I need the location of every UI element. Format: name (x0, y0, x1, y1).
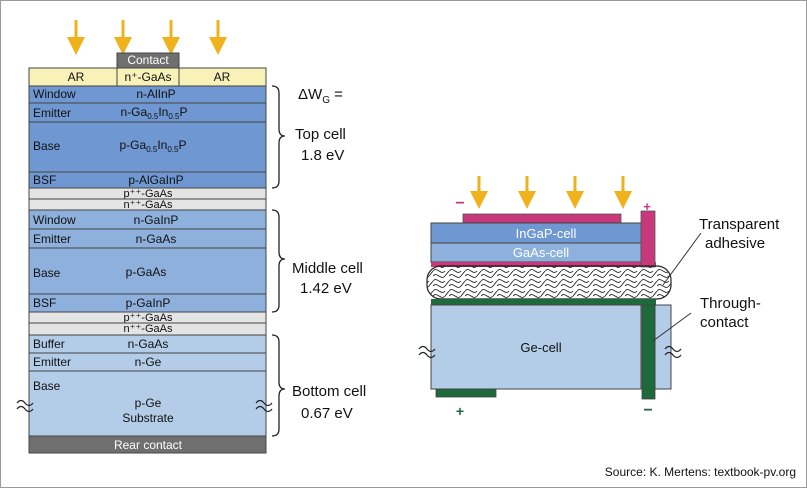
break-mark-icon (418, 351, 436, 359)
material-label: n-GaAs (136, 232, 177, 246)
middle-cell-bandgap: 1.42 eV (300, 280, 352, 297)
material-label: p⁺⁺-GaAs (124, 312, 173, 324)
layer-label: Base (33, 266, 61, 280)
braces (271, 85, 286, 437)
bottom-cell-name: Bottom cell (292, 383, 366, 400)
adhesive-callout-line (662, 232, 702, 286)
mechanical-stack: InGaP-cell GaAs-cell Ge-cell − + + (418, 195, 780, 419)
front-contact-magenta (462, 213, 622, 224)
ingap-cell-label: InGaP-cell (516, 226, 577, 241)
sunlight-arrows-left (67, 20, 227, 55)
material-label: n-Ge (135, 355, 162, 369)
layer-label: BSF (33, 296, 56, 310)
break-mark-icon (255, 399, 273, 407)
material-label: p-GaAs (126, 265, 167, 279)
material-label: p-AlGaInP (128, 173, 183, 187)
layer-label: Emitter (33, 355, 71, 369)
sunlight-arrows-right (470, 176, 632, 209)
source-caption: Source: K. Mertens: textbook-pv.org (605, 465, 796, 479)
minus-terminal-top: − (455, 195, 464, 212)
transparent-adhesive (426, 265, 672, 300)
through-contact-magenta (640, 210, 656, 268)
layer-label: Buffer (33, 337, 65, 351)
layer-label: Base (33, 379, 61, 393)
ar-left-label: AR (68, 70, 85, 84)
bottom-cell-bandgap: 0.67 eV (301, 405, 353, 422)
material-label: n-GaAs (128, 337, 169, 351)
gaas-cell-label: GaAs-cell (513, 245, 569, 260)
material-label: p-GaInP (126, 296, 171, 310)
material-label: Substrate (122, 411, 174, 425)
middle-cell-name: Middle cell (292, 260, 363, 277)
ar-right-label: AR (214, 70, 231, 84)
cap-label: n⁺-GaAs (124, 70, 171, 84)
contact-label: contact (700, 314, 749, 331)
bottom-cell-brace (271, 334, 286, 437)
material-label: p⁺⁺-GaAs (124, 188, 173, 200)
material-label: n⁺⁺-GaAs (124, 199, 173, 211)
top-base-layer (28, 121, 267, 173)
break-mark-icon (16, 405, 34, 413)
interconnect-magenta (431, 262, 656, 267)
break-mark-icon (664, 345, 682, 353)
material-label: n-GaInP (134, 213, 179, 227)
break-mark-icon (255, 405, 273, 413)
ge-cell-label: Ge-cell (520, 340, 561, 355)
break-mark-icon (418, 345, 436, 353)
material-label: p-Ge (135, 396, 162, 410)
layer-label: Emitter (33, 232, 71, 246)
delta-wg-label: ΔWG = (298, 86, 343, 106)
middle-cell-brace (271, 209, 286, 313)
layer-label: Base (33, 139, 61, 153)
top-cell-brace (271, 85, 286, 189)
plus-terminal-bottom: + (456, 403, 464, 419)
adhesive-label: adhesive (705, 235, 765, 252)
top-cell-bandgap: 1.8 eV (301, 147, 344, 164)
interconnect-green (431, 299, 656, 305)
through-contact-callout-line (652, 312, 692, 342)
material-label: n-AlInP (136, 87, 175, 101)
rear-contact-label: Rear contact (114, 438, 183, 452)
layer-label: Window (33, 87, 76, 101)
minus-terminal-bottom: − (643, 402, 652, 419)
through-contact-green (641, 304, 656, 400)
rear-contact (28, 435, 267, 454)
plus-terminal-top: + (643, 199, 651, 214)
through-label: Through- (700, 295, 761, 312)
ge-cell (430, 304, 642, 390)
top-cell-name: Top cell (295, 126, 346, 143)
layer-label: BSF (33, 173, 56, 187)
right-break-marks (418, 345, 682, 359)
break-mark-icon (16, 399, 34, 407)
rear-contact-green (435, 388, 497, 398)
material-label: n⁺⁺-GaAs (124, 323, 173, 335)
layer-label: Emitter (33, 106, 71, 120)
transparent-label: Transparent (699, 216, 780, 233)
front-contact-label: Contact (127, 53, 169, 67)
layer-stack: Contact AR n⁺-GaAs AR Window n-AlInP Emi… (16, 52, 273, 454)
break-marks (16, 399, 273, 413)
layer-label: Window (33, 213, 76, 227)
break-mark-icon (664, 351, 682, 359)
